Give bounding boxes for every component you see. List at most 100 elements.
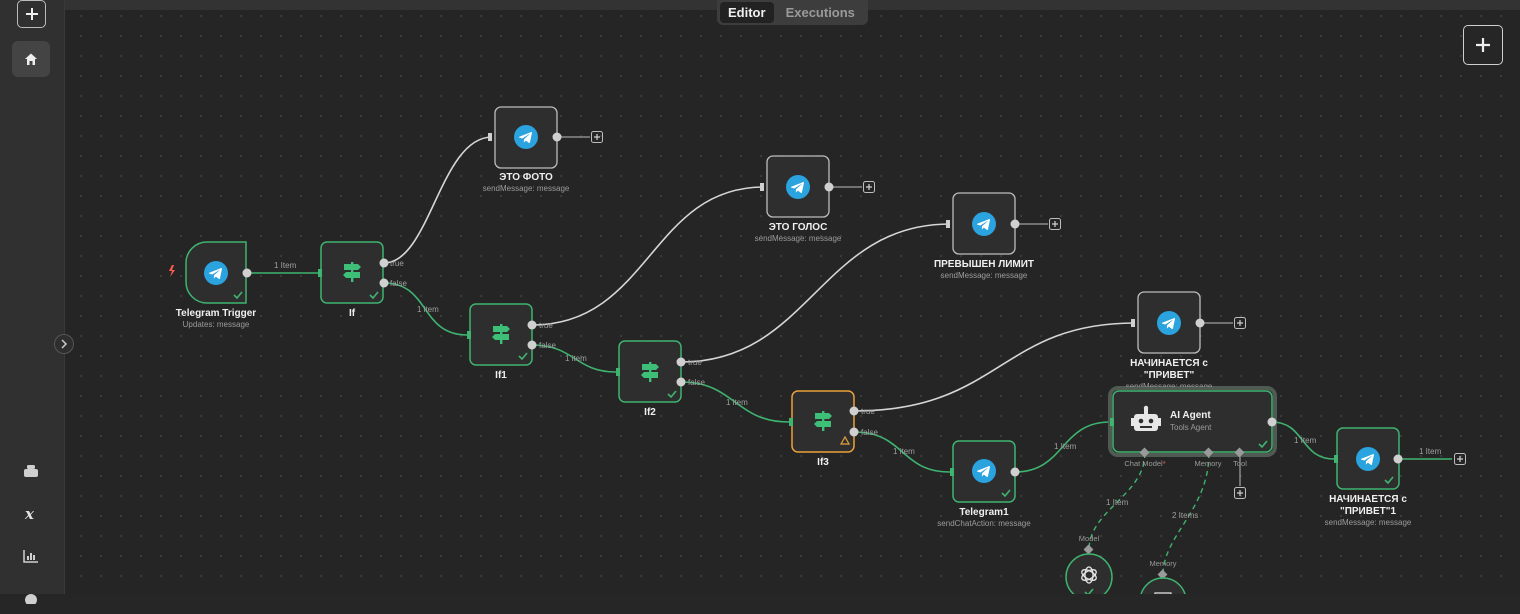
output-port xyxy=(552,132,562,142)
add-next-node-icon xyxy=(863,181,875,193)
node-title-line1: НАЧИНАЕТСЯ с xyxy=(1329,494,1407,505)
node-title-line1: НАЧИНАЕТСЯ с xyxy=(1130,358,1208,369)
output-port-false xyxy=(379,278,389,288)
node-title: ЭТО ФОТО xyxy=(499,172,553,183)
connection-if1-true-eto-golos xyxy=(531,186,765,326)
warning-icon xyxy=(839,435,851,445)
node-title: Telegram1 xyxy=(959,507,1009,518)
port-label-chat-model: Chat Model* xyxy=(1124,459,1165,468)
if3-true-label: true xyxy=(861,407,875,416)
input-port[interactable] xyxy=(488,133,492,141)
connection-if1-false-if2 xyxy=(531,344,617,373)
variables-icon[interactable]: x xyxy=(12,496,50,532)
node-subtitle: Tools Agent xyxy=(1170,423,1212,432)
if1-label: If1 xyxy=(495,370,507,382)
connection-count: 1 item xyxy=(893,447,915,456)
output-port xyxy=(1195,318,1205,328)
node-openai-model[interactable] xyxy=(1065,544,1113,594)
output-port-true xyxy=(527,320,537,330)
workflow-canvas[interactable] xyxy=(65,0,1520,594)
connection-count: 1 item xyxy=(417,305,439,314)
add-next-node-icon xyxy=(591,131,603,143)
node-telegram-trigger[interactable] xyxy=(169,241,252,304)
memory-node-label: Memory xyxy=(1149,559,1177,568)
output-port xyxy=(1267,417,1277,427)
output-port-true xyxy=(849,406,859,416)
input-port[interactable] xyxy=(946,220,950,228)
input-port[interactable] xyxy=(1131,319,1135,327)
plus-icon[interactable] xyxy=(17,0,46,28)
input-port[interactable] xyxy=(760,183,764,191)
node-title-line2: "ПРИВЕТ" xyxy=(1143,370,1195,381)
connection-if-false-if1 xyxy=(383,282,468,336)
output-port-false xyxy=(527,340,537,350)
expand-sidebar-button[interactable] xyxy=(54,334,74,354)
prevyshen-label: ПРЕВЫШЕН ЛИМИТ sendMessage: message xyxy=(934,259,1034,281)
telegram1-label: Telegram1 sendChatAction: message xyxy=(937,507,1030,529)
node-if2[interactable] xyxy=(616,340,686,403)
telegram-icon xyxy=(204,261,228,285)
add-next-node-icon xyxy=(1049,218,1061,230)
if-false-label: false xyxy=(390,279,407,288)
tab-executions[interactable]: Executions xyxy=(785,5,855,20)
ai-agent-label: AI Agent Tools Agent xyxy=(1170,410,1211,434)
node-if[interactable] xyxy=(318,241,389,304)
node-title: If xyxy=(348,308,356,319)
output-port xyxy=(1010,219,1020,229)
tab-editor[interactable]: Editor xyxy=(720,2,774,23)
node-eto-foto[interactable] xyxy=(494,106,603,169)
node-subtitle: sendMessage: message xyxy=(1324,518,1412,527)
connection-count: 1 Item xyxy=(274,261,297,270)
node-if3[interactable] xyxy=(789,390,859,453)
if-true-label: true xyxy=(390,259,404,268)
input-port xyxy=(1334,455,1338,463)
connection-count: 1 Item xyxy=(1294,436,1317,445)
eto-foto-label: ЭТО ФОТО sendMessage: message xyxy=(483,172,570,194)
node-title: AI Agent xyxy=(1170,410,1211,421)
home-icon[interactable] xyxy=(12,41,50,77)
output-port xyxy=(242,268,252,278)
if1-true-label: true xyxy=(539,321,553,330)
add-node-button[interactable] xyxy=(1463,25,1503,65)
connection-if2-false-if3 xyxy=(680,381,790,423)
node-if1[interactable] xyxy=(467,303,537,366)
trigger-bolt-icon xyxy=(169,265,175,277)
svg-text:x: x xyxy=(24,506,35,522)
node-title: ЭТО ГОЛОС xyxy=(768,222,828,233)
input-port xyxy=(318,269,322,277)
connection-if-true-eto-foto xyxy=(383,136,493,264)
if2-label: If2 xyxy=(644,407,656,419)
connection-count: 1 Item xyxy=(1054,442,1077,451)
node-subtitle: sendMessage: message xyxy=(940,271,1028,280)
add-next-node-icon xyxy=(1454,453,1466,465)
output-port-false xyxy=(676,377,686,387)
input-port xyxy=(789,418,793,426)
input-port xyxy=(467,331,471,339)
model-node-label: Model xyxy=(1078,534,1100,543)
insights-icon[interactable] xyxy=(12,538,50,574)
input-port xyxy=(950,468,954,476)
if2-false-label: false xyxy=(688,378,705,387)
nachinaetsya-label: НАЧИНАЕТСЯ с "ПРИВЕТ" sendMessage: messa… xyxy=(1126,358,1213,387)
templates-icon[interactable] xyxy=(12,453,50,489)
node-nachinaetsya-privet-1[interactable] xyxy=(1334,427,1466,490)
chevron-right-icon xyxy=(61,339,68,349)
node-eto-golos[interactable] xyxy=(766,155,875,218)
node-ai-agent[interactable] xyxy=(1108,386,1277,499)
add-next-node-icon xyxy=(1234,317,1246,329)
node-title: If3 xyxy=(817,457,829,468)
tool-port xyxy=(1234,447,1245,458)
node-memory[interactable] xyxy=(1140,569,1186,594)
connection-count: 1 Item xyxy=(1419,447,1442,456)
connection-if3-false-telegram1 xyxy=(853,431,951,473)
node-nachinaetsya-privet[interactable] xyxy=(1137,291,1246,354)
connection-count: 1 Item xyxy=(1106,498,1129,507)
memory-port xyxy=(1203,447,1214,458)
node-title: ПРЕВЫШЕН ЛИМИТ xyxy=(933,259,1035,270)
telegram-icon xyxy=(972,459,996,483)
telegram-icon xyxy=(1356,447,1380,471)
telegram-icon xyxy=(786,175,810,199)
node-prevyshen-limit[interactable] xyxy=(952,192,1061,255)
node-telegram1[interactable] xyxy=(950,440,1020,503)
node-subtitle: Updates: message xyxy=(182,320,250,329)
